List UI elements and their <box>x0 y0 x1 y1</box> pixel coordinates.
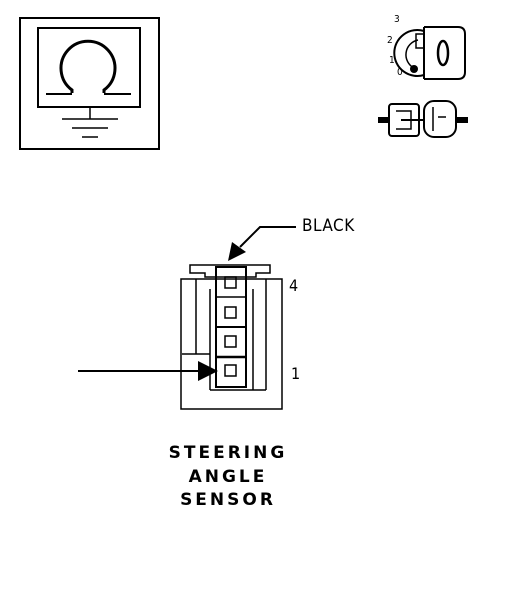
key-position-2: 2 <box>387 35 393 46</box>
connector-color-label: BLACK <box>302 216 355 236</box>
color-leader-line <box>228 226 296 261</box>
connector-cavities <box>224 276 237 377</box>
component-title-line-2: ANGLE <box>188 467 268 487</box>
component-title-line-1: STEERING <box>168 443 288 463</box>
cavity-2 <box>224 335 237 348</box>
key-position-1: 1 <box>389 55 395 66</box>
cavity-1 <box>224 364 237 377</box>
connector-pair-icon <box>378 100 468 138</box>
connector-face <box>180 264 283 410</box>
pin-1-label: 1 <box>291 364 301 383</box>
ignition-key-icon <box>393 26 466 80</box>
component-title-line-3: SENSOR <box>180 490 276 510</box>
cavity-4 <box>224 276 237 289</box>
key-position-0: 0 <box>397 67 403 78</box>
key-position-3: 3 <box>394 14 400 25</box>
pin1-arrow <box>78 361 218 381</box>
pin-4-label: 4 <box>289 276 299 295</box>
ohmmeter-icon <box>19 17 160 150</box>
cavity-3 <box>224 306 237 319</box>
